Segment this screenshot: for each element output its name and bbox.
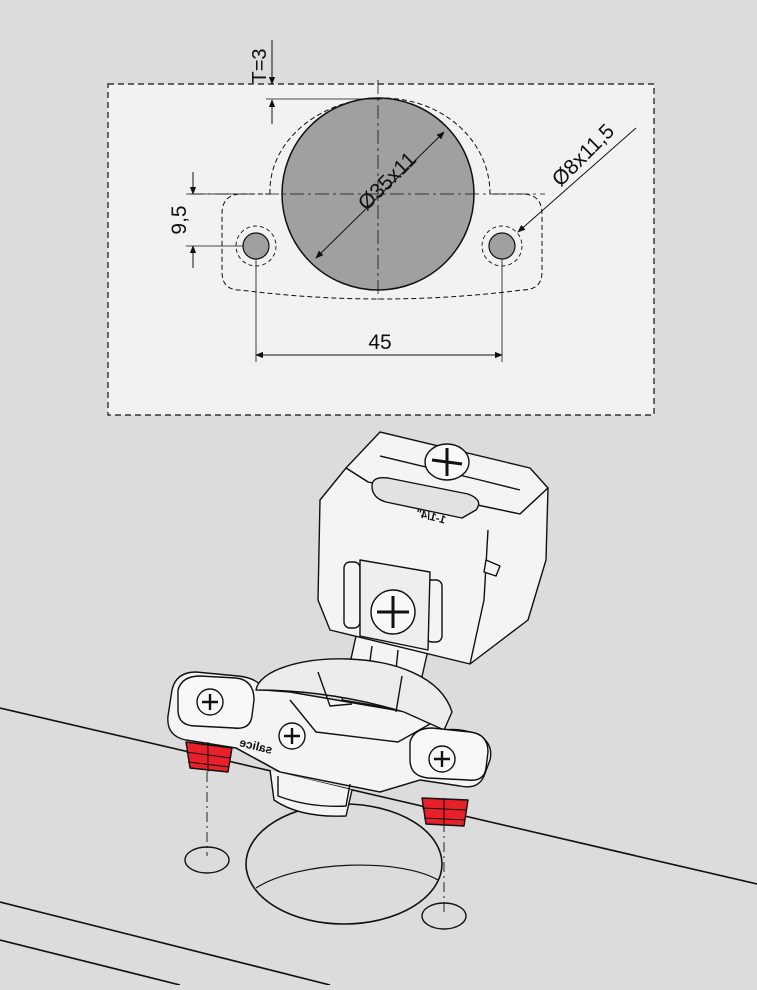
panel-bottom-edge [0,939,181,986]
thickness-label: T=3 [249,48,271,83]
base-arm-rail-left [317,671,353,707]
right-dowel [421,797,469,827]
arm-slot [371,476,480,519]
left-dowel [185,741,233,773]
screw-hole-leader-line [517,127,637,233]
panel-holes [184,772,467,930]
cup-bore [245,803,443,925]
top-adjust-screw [424,443,470,481]
drilling-template: T=3 Ø35x11 Ø8x11,5 9,5 45 [107,40,655,416]
cabinet-panel [0,707,757,986]
dowel-hole-left [184,846,230,874]
arm-left-clip [343,561,361,629]
base-arm-rail-right [395,675,403,713]
arm-upper-step [379,455,521,491]
cup-bore-inner-wall [255,864,439,889]
cam-adjust-screw [278,722,306,750]
base-front-lip [235,747,421,793]
arm-side-ridge [469,529,489,665]
right-pad-screw [428,745,456,773]
left-pad-screw [196,688,224,716]
screw-hole-left [242,232,270,260]
base-inner-wells [289,699,431,743]
cup-rim [255,658,453,731]
hinge-illustration: 1-1/4" salice [167,431,549,827]
arm-side-tab [483,559,501,577]
cup-boss [277,776,351,807]
depth-adjust-screw [370,589,416,635]
spacing-label: 45 [368,331,391,354]
cup-diameter-dim-line [315,131,445,259]
screw-hole-right [488,232,516,260]
panel-front-edge [0,901,331,986]
offset-label: 9,5 [168,205,191,234]
cup-body [269,769,353,817]
panel-top-edge [0,707,757,885]
